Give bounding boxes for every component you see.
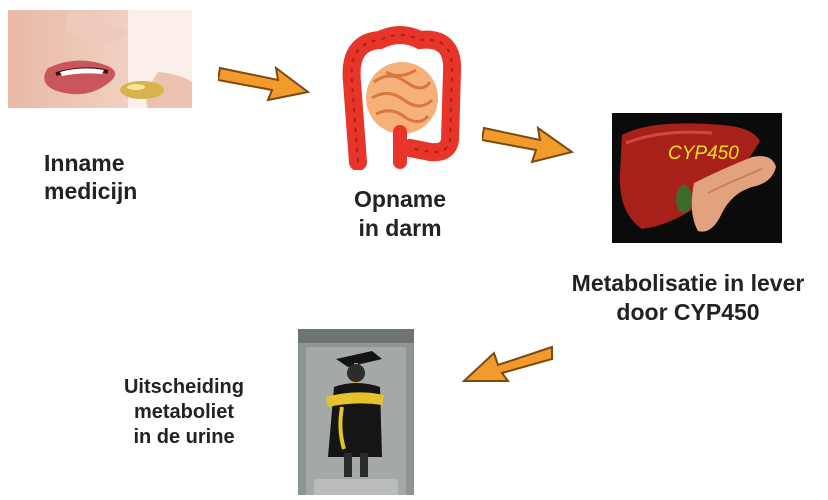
intake-image [8,10,192,108]
intake-label: Inname medicijn [44,149,137,205]
excretion-label-line3: in de urine [104,425,264,450]
metabolism-label-line2: door CYP450 [554,298,822,327]
absorption-label-line1: Opname [354,185,446,214]
liver-cyp-label: CYP450 [668,143,739,164]
statue-photo [298,329,414,495]
arrow-absorption-to-metabolism [482,116,574,171]
arrow-metabolism-to-excretion [462,333,554,390]
excretion-label-line1: Uitscheiding [104,375,264,400]
arrow-intake-to-absorption [218,54,310,109]
metabolism-image: CYP450 [612,113,782,243]
left-arrow-icon [462,333,554,385]
excretion-label-line2: metaboliet [104,400,264,425]
absorption-image [330,22,470,170]
intake-label-line1: Inname [44,149,137,177]
intestine-illustration [330,22,470,170]
right-arrow-icon [482,116,574,166]
absorption-label-line2: in darm [354,214,446,243]
right-arrow-icon [218,54,310,104]
metabolism-label: Metabolisatie in lever door CYP450 [554,269,822,327]
excretion-image [298,329,414,495]
metabolism-label-line1: Metabolisatie in lever [554,269,822,298]
absorption-label: Opname in darm [354,185,446,243]
liver-illustration: CYP450 [612,113,782,243]
excretion-label: Uitscheiding metaboliet in de urine [104,375,264,450]
intake-label-line2: medicijn [44,177,137,205]
pill-mouth-photo [8,10,192,108]
